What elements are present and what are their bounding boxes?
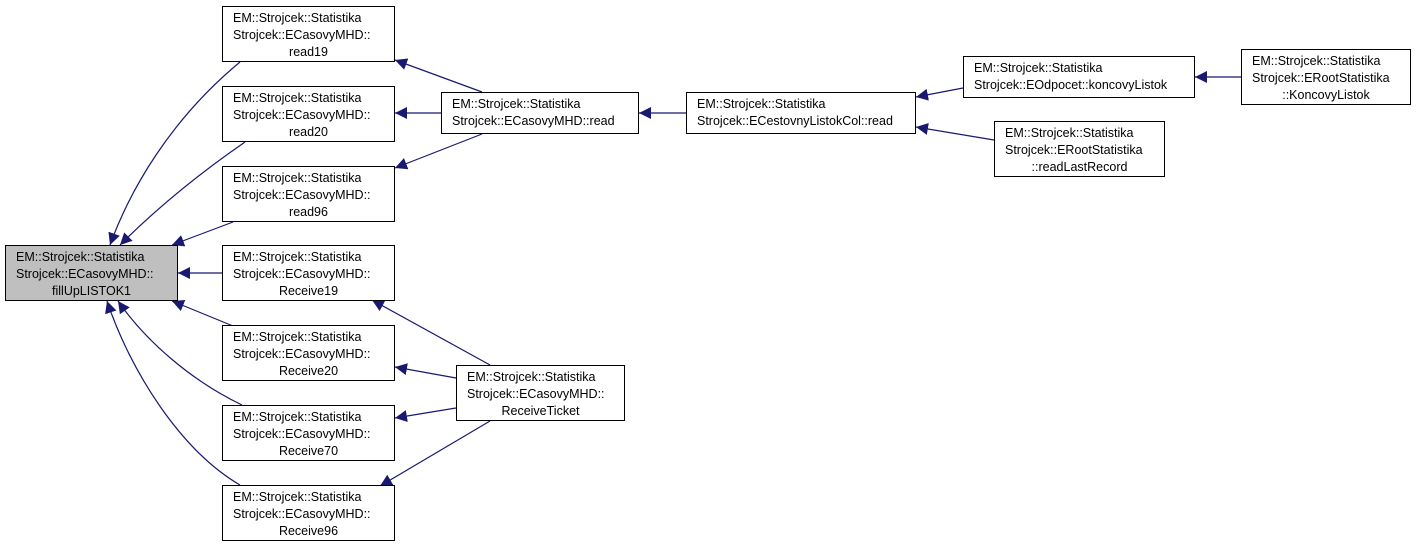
node-label-line: Strojcek::ECasovyMHD::	[233, 427, 371, 441]
node-label-line: Strojcek::ECasovyMHD::	[233, 108, 371, 122]
node-label-line: Strojcek::ECasovyMHD::	[233, 507, 371, 521]
node-label-line: Receive19	[278, 284, 339, 298]
node-label-line: EM::Strojcek::Statistika	[467, 370, 596, 384]
node-label-line: EM::Strojcek::Statistika	[697, 97, 826, 111]
node-label-line: Receive70	[278, 444, 339, 458]
node-label-line: Strojcek::ERootStatistika	[1252, 71, 1390, 85]
node-label-line: Strojcek::ECasovyMHD::	[233, 347, 371, 361]
node-label-line: EM::Strojcek::Statistika	[1005, 126, 1134, 140]
call-edge-recv20-to-fill	[171, 299, 234, 327]
node-label-line: Strojcek::ECestovnyListokCol::read	[697, 114, 893, 128]
node-label-line: EM::Strojcek::Statistika	[233, 171, 362, 185]
node-label-line: read20	[289, 125, 328, 139]
node-label-line: Receive20	[278, 364, 339, 378]
call-edge-ticket-to-recv20	[394, 363, 457, 379]
node-label-line: Strojcek::ECasovyMHD::	[467, 387, 605, 401]
call-edge-lastrec-to-colread	[915, 123, 995, 141]
node-label-line: ::readLastRecord	[1031, 160, 1128, 174]
call-edge-read96-to-fill	[171, 221, 234, 247]
call-edge-koncovy-to-colread	[915, 87, 964, 101]
node-label-line: EM::Strojcek::Statistika	[16, 250, 145, 264]
node-label-line: Strojcek::ECasovyMHD::	[233, 28, 371, 42]
call-edge-recv70-to-fill	[117, 300, 243, 406]
node-label-line: read96	[289, 205, 328, 219]
node-label-line: EM::Strojcek::Statistika	[233, 330, 362, 344]
node-label-line: Strojcek::ECasovyMHD::	[233, 188, 371, 202]
node-label-line: Strojcek::ECasovyMHD::	[16, 267, 154, 281]
node-label-line: Strojcek::ERootStatistika	[1005, 143, 1143, 157]
call-edge-ticket-to-recv70	[394, 407, 457, 422]
call-edge-ticket-to-recv19	[371, 299, 491, 366]
call-edge-ticket-to-recv96	[379, 420, 491, 487]
call-edge-read19-to-fill	[108, 61, 241, 246]
node-label-line: read19	[289, 45, 328, 59]
call-edge-read20-to-fill	[119, 141, 246, 246]
node-label-line: EM::Strojcek::Statistika	[233, 91, 362, 105]
call-edge-read-to-read19	[394, 58, 483, 93]
node-label-line: fillUpLISTOK1	[52, 284, 131, 298]
node-label-line: EM::Strojcek::Statistika	[233, 490, 362, 504]
node-label-line: EM::Strojcek::Statistika	[1252, 54, 1381, 68]
node-label-line: ::KoncovyListok	[1282, 88, 1370, 102]
node-label-line: EM::Strojcek::Statistika	[233, 11, 362, 25]
node-label-line: Strojcek::ECasovyMHD::read	[452, 114, 615, 128]
node-label-line: EM::Strojcek::Statistika	[233, 250, 362, 264]
node-label-line: Strojcek::EOdpocet::koncovyListok	[974, 78, 1168, 92]
node-label-line: Strojcek::ECasovyMHD::	[233, 267, 371, 281]
node-label-line: ReceiveTicket	[501, 404, 580, 418]
node-label-line: EM::Strojcek::Statistika	[233, 410, 362, 424]
node-label-line: EM::Strojcek::Statistika	[452, 97, 581, 111]
call-edge-recv96-to-fill	[105, 300, 241, 486]
call-edge-read-to-read96	[394, 133, 483, 170]
node-label-line: EM::Strojcek::Statistika	[974, 61, 1103, 75]
node-label-line: Receive96	[278, 524, 339, 538]
